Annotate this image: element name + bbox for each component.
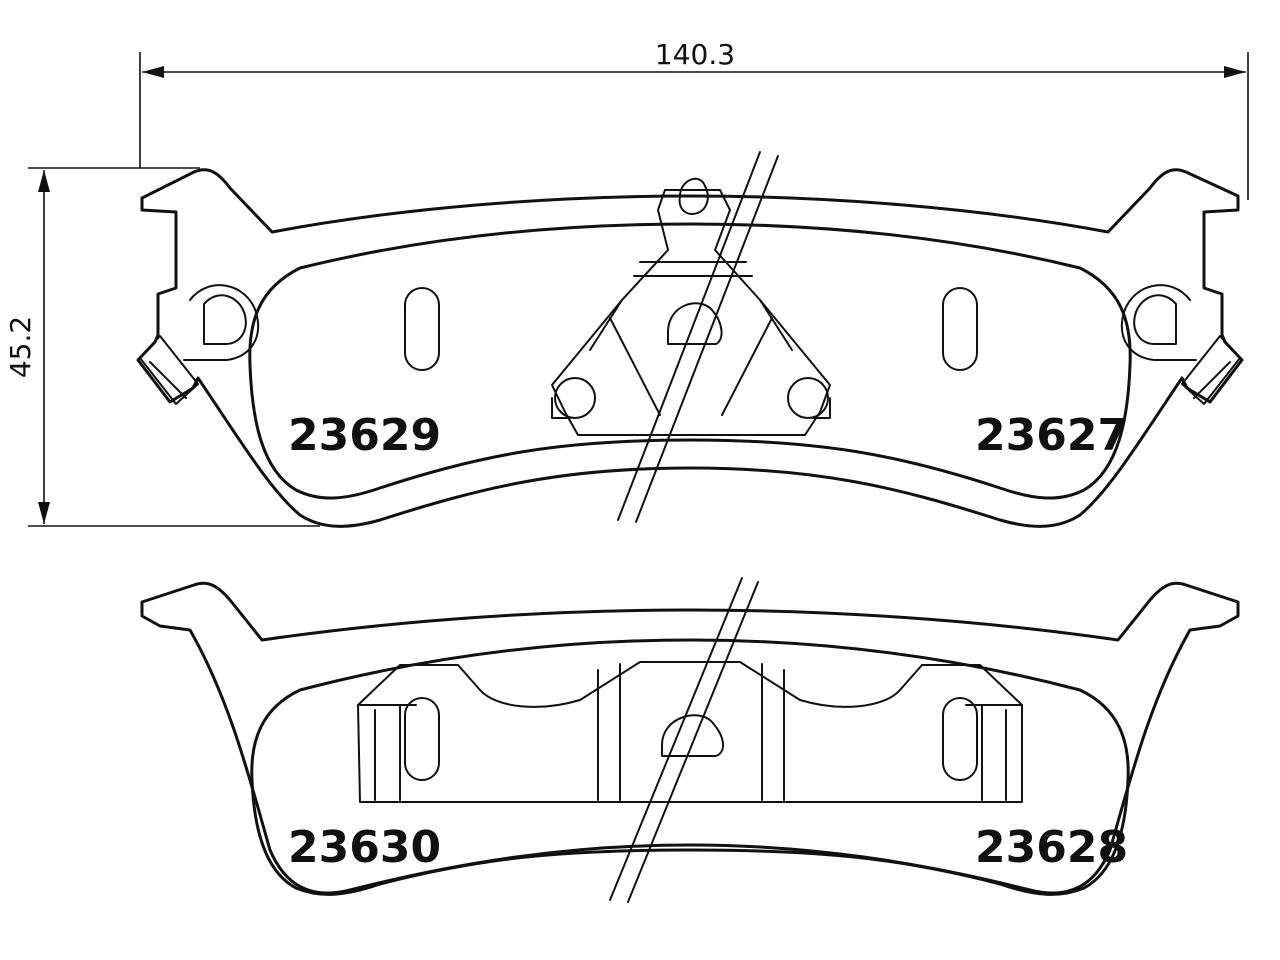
- lower-friction-pad: [250, 638, 1130, 896]
- upper-friction-pad: [248, 222, 1132, 500]
- width-dimension: 140.3: [139, 38, 1249, 200]
- upper-left-part-number: 23629: [288, 410, 441, 461]
- upper-wear-sensor-bracket: [551, 177, 831, 436]
- lower-section-line: [609, 577, 743, 901]
- upper-left-clip: [139, 335, 199, 405]
- upper-left-ear-hole: [203, 294, 247, 345]
- lower-right-slot: [942, 697, 978, 781]
- lower-left-part-number: 23630: [288, 822, 441, 873]
- lower-right-part-number: 23628: [975, 822, 1128, 873]
- upper-backing-plate: [136, 168, 1244, 528]
- height-dimension-label: 45.2: [4, 316, 37, 378]
- width-dimension-label: 140.3: [655, 38, 735, 71]
- upper-right-ear-hole: [1133, 294, 1177, 345]
- height-dimension: 45.2: [4, 167, 320, 527]
- upper-section-line: [617, 151, 761, 521]
- lower-section-line: [627, 581, 759, 903]
- lower-center-notch: [661, 714, 724, 757]
- upper-right-slot: [942, 287, 978, 371]
- upper-right-clip: [1181, 335, 1241, 405]
- lower-shim: [357, 661, 1023, 803]
- upper-section-line: [635, 155, 779, 523]
- lower-left-slot: [404, 697, 440, 781]
- lower-brake-pad: 23630 23628: [140, 577, 1240, 903]
- upper-brake-pad: 23629 23627: [136, 151, 1244, 528]
- upper-left-slot: [404, 287, 440, 371]
- upper-right-part-number: 23627: [975, 410, 1128, 461]
